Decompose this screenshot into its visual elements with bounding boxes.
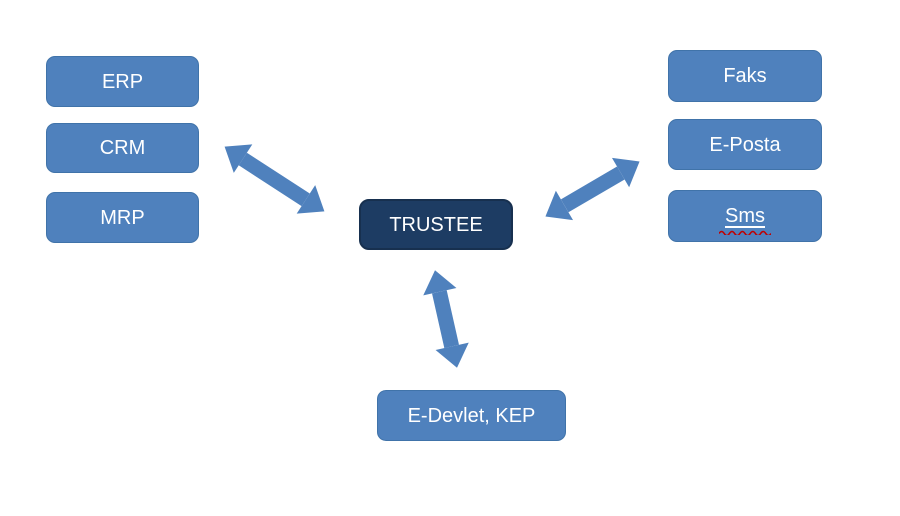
node-trustee: TRUSTEE — [359, 199, 513, 250]
node-sms-label: Sms — [725, 205, 765, 227]
node-crm-label: CRM — [99, 137, 146, 159]
double-arrow-trustee-bottom-node — [418, 266, 474, 372]
arrow-shaft — [432, 290, 460, 348]
node-eposta: E-Posta — [668, 119, 822, 170]
arrow-shaft — [560, 166, 625, 212]
node-erp: ERP — [46, 56, 199, 107]
arrow-shaft — [238, 152, 311, 206]
node-mrp: MRP — [46, 192, 199, 243]
node-faks: Faks — [668, 50, 822, 102]
arrowhead-icon — [435, 342, 474, 372]
node-crm: CRM — [46, 123, 199, 173]
node-erp-label: ERP — [101, 70, 144, 93]
node-edevlet-kep-label: E-Devlet, KEP — [407, 404, 536, 427]
node-edevlet-kep: E-Devlet, KEP — [377, 390, 566, 441]
node-trustee-label: TRUSTEE — [389, 213, 483, 236]
node-sms: Sms — [668, 190, 822, 242]
node-faks-label: Faks — [723, 65, 767, 87]
double-arrow-left-group-trustee — [215, 132, 334, 226]
spellcheck-wavy-underline-icon — [719, 230, 771, 235]
node-mrp-label: MRP — [100, 206, 145, 229]
double-arrow-trustee-right-group — [536, 146, 649, 232]
node-eposta-label: E-Posta — [709, 133, 781, 156]
